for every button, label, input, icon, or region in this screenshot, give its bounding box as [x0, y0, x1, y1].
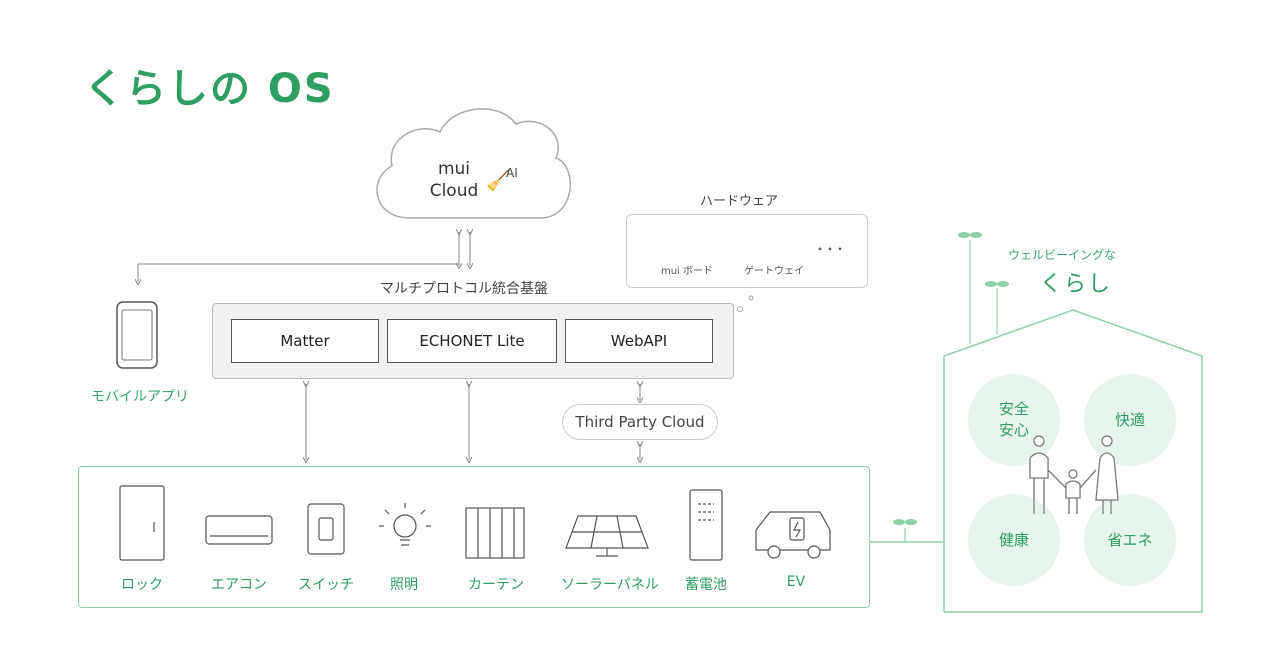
device-label-solar: ソーラーパネル	[561, 577, 659, 593]
battery-icon	[689, 489, 723, 561]
gateway-label: ゲートウェイ	[744, 266, 804, 277]
lock-icon	[119, 485, 165, 561]
circle-safety: 安全安心	[968, 374, 1060, 466]
wellbeing-subtitle: ウェルビーイングな	[1008, 248, 1117, 262]
circle-health: 健康	[968, 494, 1060, 586]
circle-comfort: 快適	[1084, 374, 1176, 466]
light-icon	[379, 503, 431, 546]
protocol-webapi: WebAPI	[565, 319, 713, 363]
device-label-curtain: カーテン	[468, 577, 524, 593]
phone-icon	[116, 301, 158, 369]
circle-energy-saving-label: 省エネ	[1107, 530, 1153, 549]
aircon-icon	[205, 515, 273, 545]
protocol-matter: Matter	[231, 319, 379, 363]
circle-comfort-label: 快適	[1114, 410, 1145, 429]
third-party-cloud: Third Party Cloud	[562, 404, 718, 440]
platform-heading: マルチプロトコル統合基盤	[380, 281, 548, 297]
house-outline	[943, 309, 1203, 613]
cloud-label-line1: mui	[437, 159, 471, 179]
page-title: くらしの OS	[84, 66, 335, 112]
device-label-light: 照明	[390, 577, 418, 593]
device-label-switch: スイッチ	[298, 577, 354, 593]
protocol-echonet-lite: ECHONET Lite	[387, 319, 557, 363]
ai-label: AI	[506, 166, 518, 180]
curtain-icon	[465, 507, 525, 559]
more-icon: ･･･	[816, 240, 847, 259]
mobile-app-label: モバイルアプリ	[91, 389, 189, 405]
circle-safety-line2: 安心	[998, 421, 1029, 439]
ai-witch-icon: 🧹	[486, 168, 511, 192]
cloud-label-line2: Cloud	[429, 181, 479, 201]
cloud-label: mui Cloud	[426, 158, 482, 202]
wellbeing-title: くらし	[1040, 272, 1113, 297]
circle-safety-line1: 安全	[998, 400, 1029, 418]
hardware-box	[626, 214, 868, 288]
device-frame	[78, 466, 870, 608]
circle-energy-saving: 省エネ	[1084, 494, 1176, 586]
device-label-battery: 蓄電池	[685, 577, 727, 593]
mui-board-label: mui ボード	[660, 266, 714, 277]
device-label-aircon: エアコン	[211, 577, 267, 593]
cloud-shape	[376, 108, 571, 219]
ev-car-icon	[755, 511, 831, 559]
device-label-lock: ロック	[121, 577, 163, 593]
circle-health-label: 健康	[998, 530, 1029, 549]
device-label-ev: EV	[786, 574, 806, 590]
hardware-heading: ハードウェア	[700, 194, 779, 209]
switch-icon	[307, 503, 345, 555]
solar-panel-icon	[565, 515, 649, 557]
